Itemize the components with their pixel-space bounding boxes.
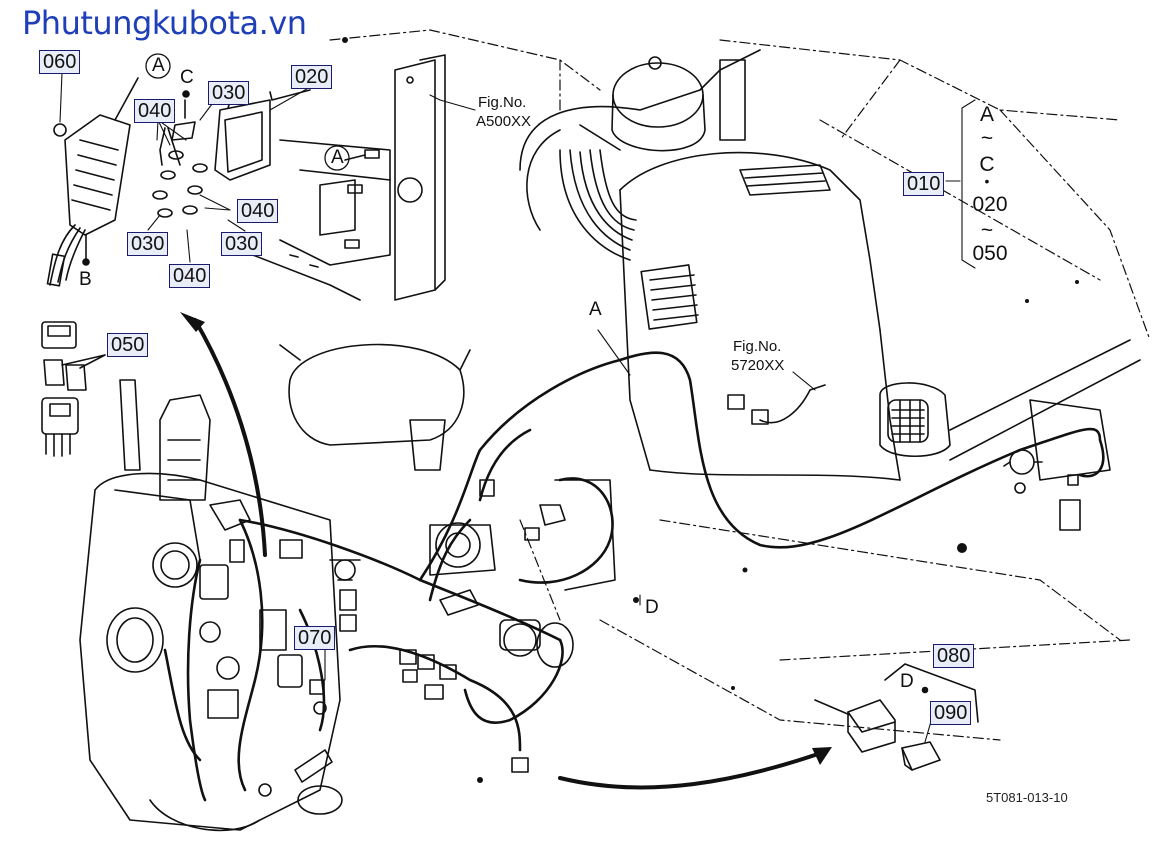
legend-010-line-5: 020 (972, 193, 1008, 216)
part-020-label[interactable]: 020 (291, 65, 333, 89)
callout-letter-b: B (79, 269, 92, 290)
switch-parts-inset (41, 321, 106, 457)
callout-letter-d-main: D (645, 597, 659, 618)
part-040-label-c[interactable]: 040 (169, 264, 211, 288)
air-cleaner (559, 56, 746, 261)
legend-010-line-2: ~ (980, 127, 994, 150)
arrow-heads (180, 312, 832, 765)
part-010-label[interactable]: 010 (903, 172, 945, 196)
fig-ref-1-title: Fig.No. (478, 94, 527, 111)
marker-dots (342, 37, 1079, 783)
legend-010-line-4: • (984, 173, 990, 189)
harness-connectors (199, 184, 1079, 797)
callout-letter-d-inset: D (900, 671, 914, 692)
legend-010-line-3: C (979, 153, 995, 176)
part-030-label-c[interactable]: 030 (221, 232, 263, 256)
legend-010-line-7: 050 (972, 242, 1008, 265)
main-wire-harness (163, 351, 1105, 802)
boom-arm (949, 339, 1141, 531)
callout-letter-c: C (180, 67, 194, 88)
left-control-console (79, 379, 343, 832)
callout-letter-a-harness: A (589, 299, 602, 320)
part-060-label[interactable]: 060 (39, 50, 81, 74)
part-030-label-a[interactable]: 030 (208, 81, 250, 105)
work-light (879, 382, 951, 458)
legend-010-line-6: ~ (980, 219, 994, 242)
part-080-label[interactable]: 080 (933, 644, 975, 668)
machine-frame-outline (329, 29, 1151, 741)
part-090-label[interactable]: 090 (930, 701, 972, 725)
part-070-label[interactable]: 070 (294, 626, 336, 650)
fig-ref-2-title: Fig.No. (733, 338, 782, 355)
fuse-box-inset (46, 77, 366, 287)
part-040-label-a[interactable]: 040 (134, 99, 176, 123)
cab-rear-panel (239, 54, 446, 301)
site-watermark: Phutungkubota.vn (22, 4, 307, 42)
callout-circle-a-mid (324, 145, 350, 171)
operator-seat (279, 343, 471, 471)
callout-letter-a-mid: A (331, 147, 344, 168)
part-040-label-b[interactable]: 040 (237, 199, 279, 223)
part-030-label-b[interactable]: 030 (127, 232, 169, 256)
fig-ref-1-code[interactable]: A500XX (476, 113, 532, 130)
callout-letter-a-top: A (152, 55, 165, 76)
drawing-code: 5T081-013-10 (986, 790, 1068, 805)
leader-lines (59, 72, 976, 743)
part-050-label[interactable]: 050 (107, 333, 149, 357)
fig-ref-2-code[interactable]: 5720XX (731, 357, 785, 374)
legend-010-line-1: A (979, 103, 994, 126)
direction-arrows (193, 318, 817, 790)
engine-hood (519, 49, 901, 481)
connector-inset-080-090 (814, 663, 979, 771)
callout-circle-a-top (145, 53, 171, 79)
